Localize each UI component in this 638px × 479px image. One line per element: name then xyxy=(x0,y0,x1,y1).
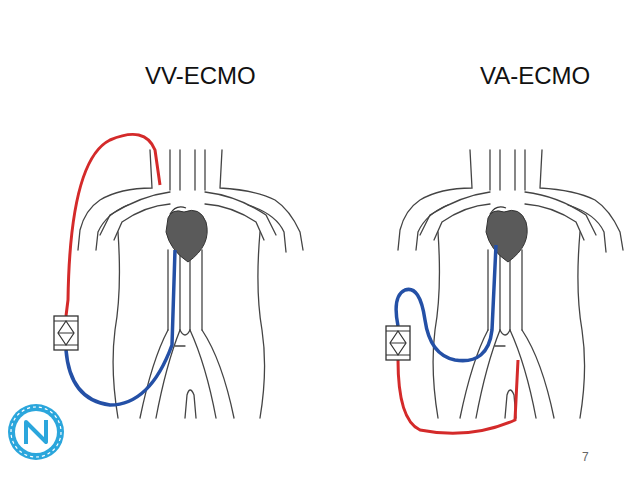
panel-title: VA-ECMO xyxy=(480,62,590,90)
page-number: 7 xyxy=(582,450,589,464)
logo xyxy=(8,404,64,460)
panel-title: VV-ECMO xyxy=(145,62,256,90)
